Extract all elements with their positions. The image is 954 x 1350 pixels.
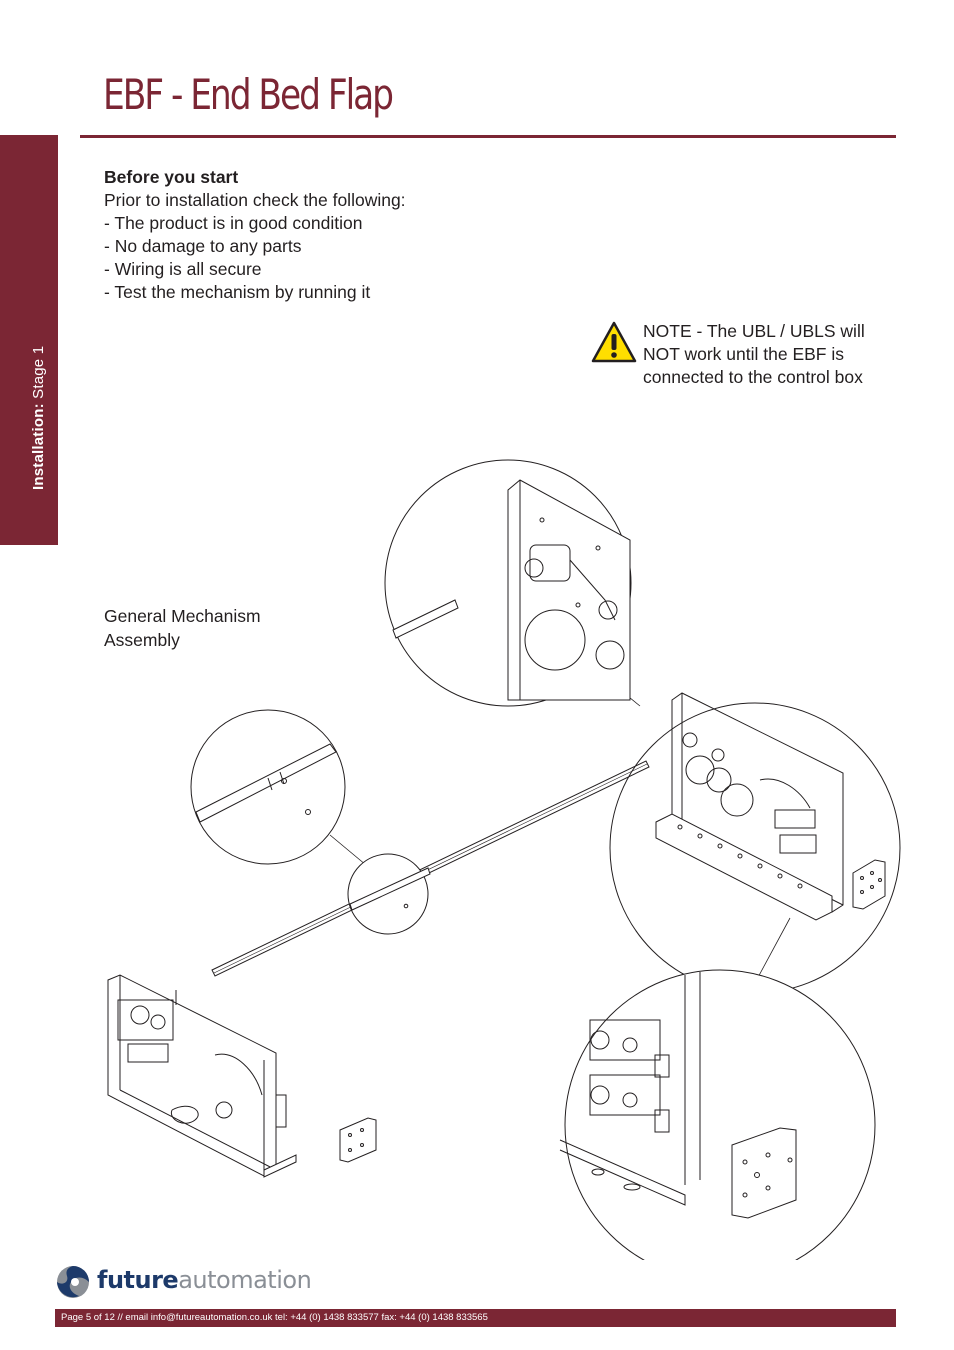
warning-triangle-icon: [591, 321, 637, 363]
checklist-item: - Wiring is all secure: [104, 259, 262, 279]
diagram-label-line: General Mechanism: [104, 606, 261, 626]
future-automation-logo: futureautomation: [55, 1262, 312, 1302]
mechanism-assembly-diagram: [107, 459, 901, 1260]
sidebar-tab: Installation: Stage 1: [0, 135, 58, 545]
checklist-item: - No damage to any parts: [104, 236, 302, 256]
right-motor-plate: [655, 692, 844, 921]
sidebar-label-bold: Installation:: [30, 403, 47, 490]
diagram-label: General Mechanism Assembly: [104, 604, 324, 652]
intro-lead: Prior to installation check the followin…: [104, 190, 406, 210]
footer-bar: Page 5 of 12 // email info@futureautomat…: [55, 1309, 896, 1327]
note-line: connected to the control box: [643, 367, 863, 387]
detail-shaft-joint: [347, 853, 431, 935]
diagram-label-line: Assembly: [104, 630, 180, 650]
note-line: NOT work until the EBF is: [643, 344, 844, 364]
intro-heading: Before you start: [104, 167, 239, 187]
detail-shaft-coupling: [190, 709, 346, 865]
sidebar-label: Installation: Stage 1: [30, 346, 47, 490]
title-rule: [80, 135, 896, 138]
logo-word-future: future: [97, 1266, 179, 1294]
right-bracket-small: [852, 859, 886, 910]
logo-word-automation: automation: [178, 1266, 312, 1294]
left-bracket-small: [339, 1117, 377, 1163]
sidebar-label-stage: Stage 1: [30, 345, 47, 404]
intro-section: Before you start Prior to installation c…: [104, 166, 406, 304]
checklist-item: - Test the mechanism by running it: [104, 282, 371, 302]
logo-wordmark: futureautomation: [97, 1266, 312, 1294]
left-motor-plate: [107, 974, 297, 1178]
detail-limit-switches: [559, 969, 876, 1260]
note-line: NOTE - The UBL / UBLS will: [643, 321, 865, 341]
footer-text: Page 5 of 12 // email info@futureautomat…: [61, 1312, 488, 1323]
note-text: NOTE - The UBL / UBLS will NOT work unti…: [643, 320, 903, 389]
logo-swirl-icon: [57, 1266, 89, 1298]
page-title: EBF - End Bed Flap: [103, 70, 394, 119]
detail-motor: [384, 459, 632, 707]
checklist-item: - The product is in good condition: [104, 213, 363, 233]
